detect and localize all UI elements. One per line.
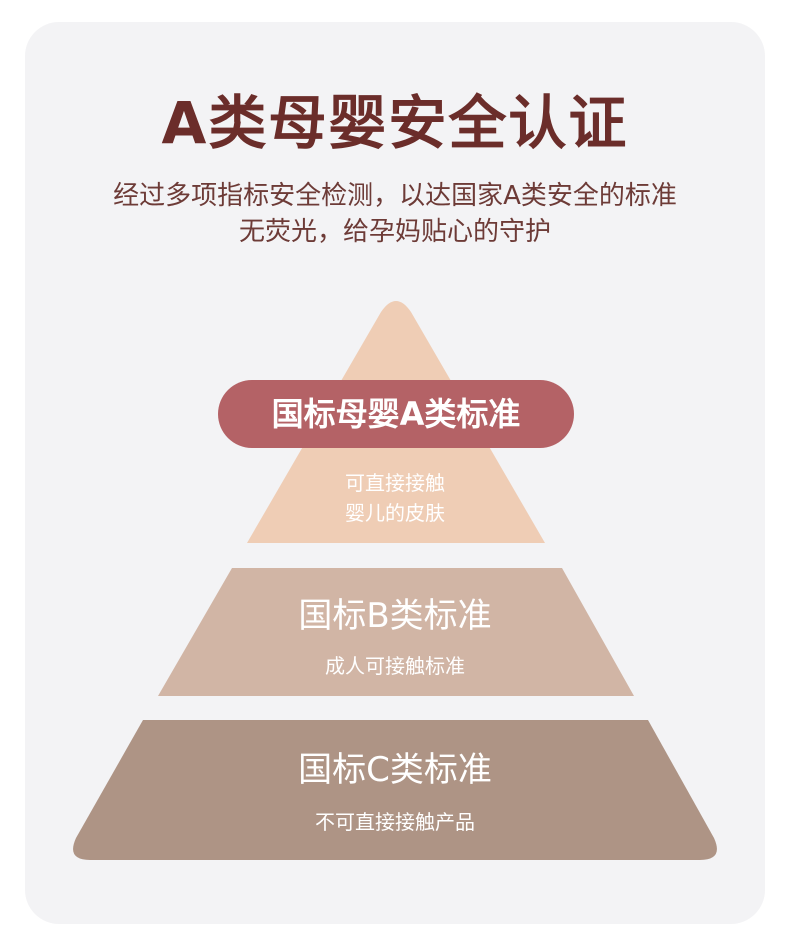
tier-c-description: 不可直接接触产品 bbox=[315, 810, 475, 834]
tier-a-desc-line-2: 婴儿的皮肤 bbox=[345, 501, 445, 525]
tier-c-title: 国标C类标准 bbox=[298, 750, 492, 790]
tier-a-badge: 国标母婴A类标准 bbox=[218, 380, 574, 448]
tier-b-description: 成人可接触标准 bbox=[325, 654, 465, 678]
page-title: A类母婴安全认证 bbox=[161, 89, 629, 157]
tier-c-shape bbox=[73, 720, 717, 860]
tier-a-description: 可直接接触 婴儿的皮肤 bbox=[0, 468, 790, 528]
subtitle-line-1: 经过多项指标安全检测，以达国家A类安全的标准 bbox=[113, 181, 677, 211]
subtitle-line-2: 无荧光，给孕妈贴心的守护 bbox=[238, 217, 551, 247]
tier-b-shape bbox=[158, 568, 634, 696]
tier-a-desc-line-1: 可直接接触 bbox=[345, 471, 445, 495]
subtitle: 经过多项指标安全检测，以达国家A类安全的标准 无荧光，给孕妈贴心的守护 bbox=[0, 178, 790, 250]
tier-b-title: 国标B类标准 bbox=[298, 596, 492, 636]
